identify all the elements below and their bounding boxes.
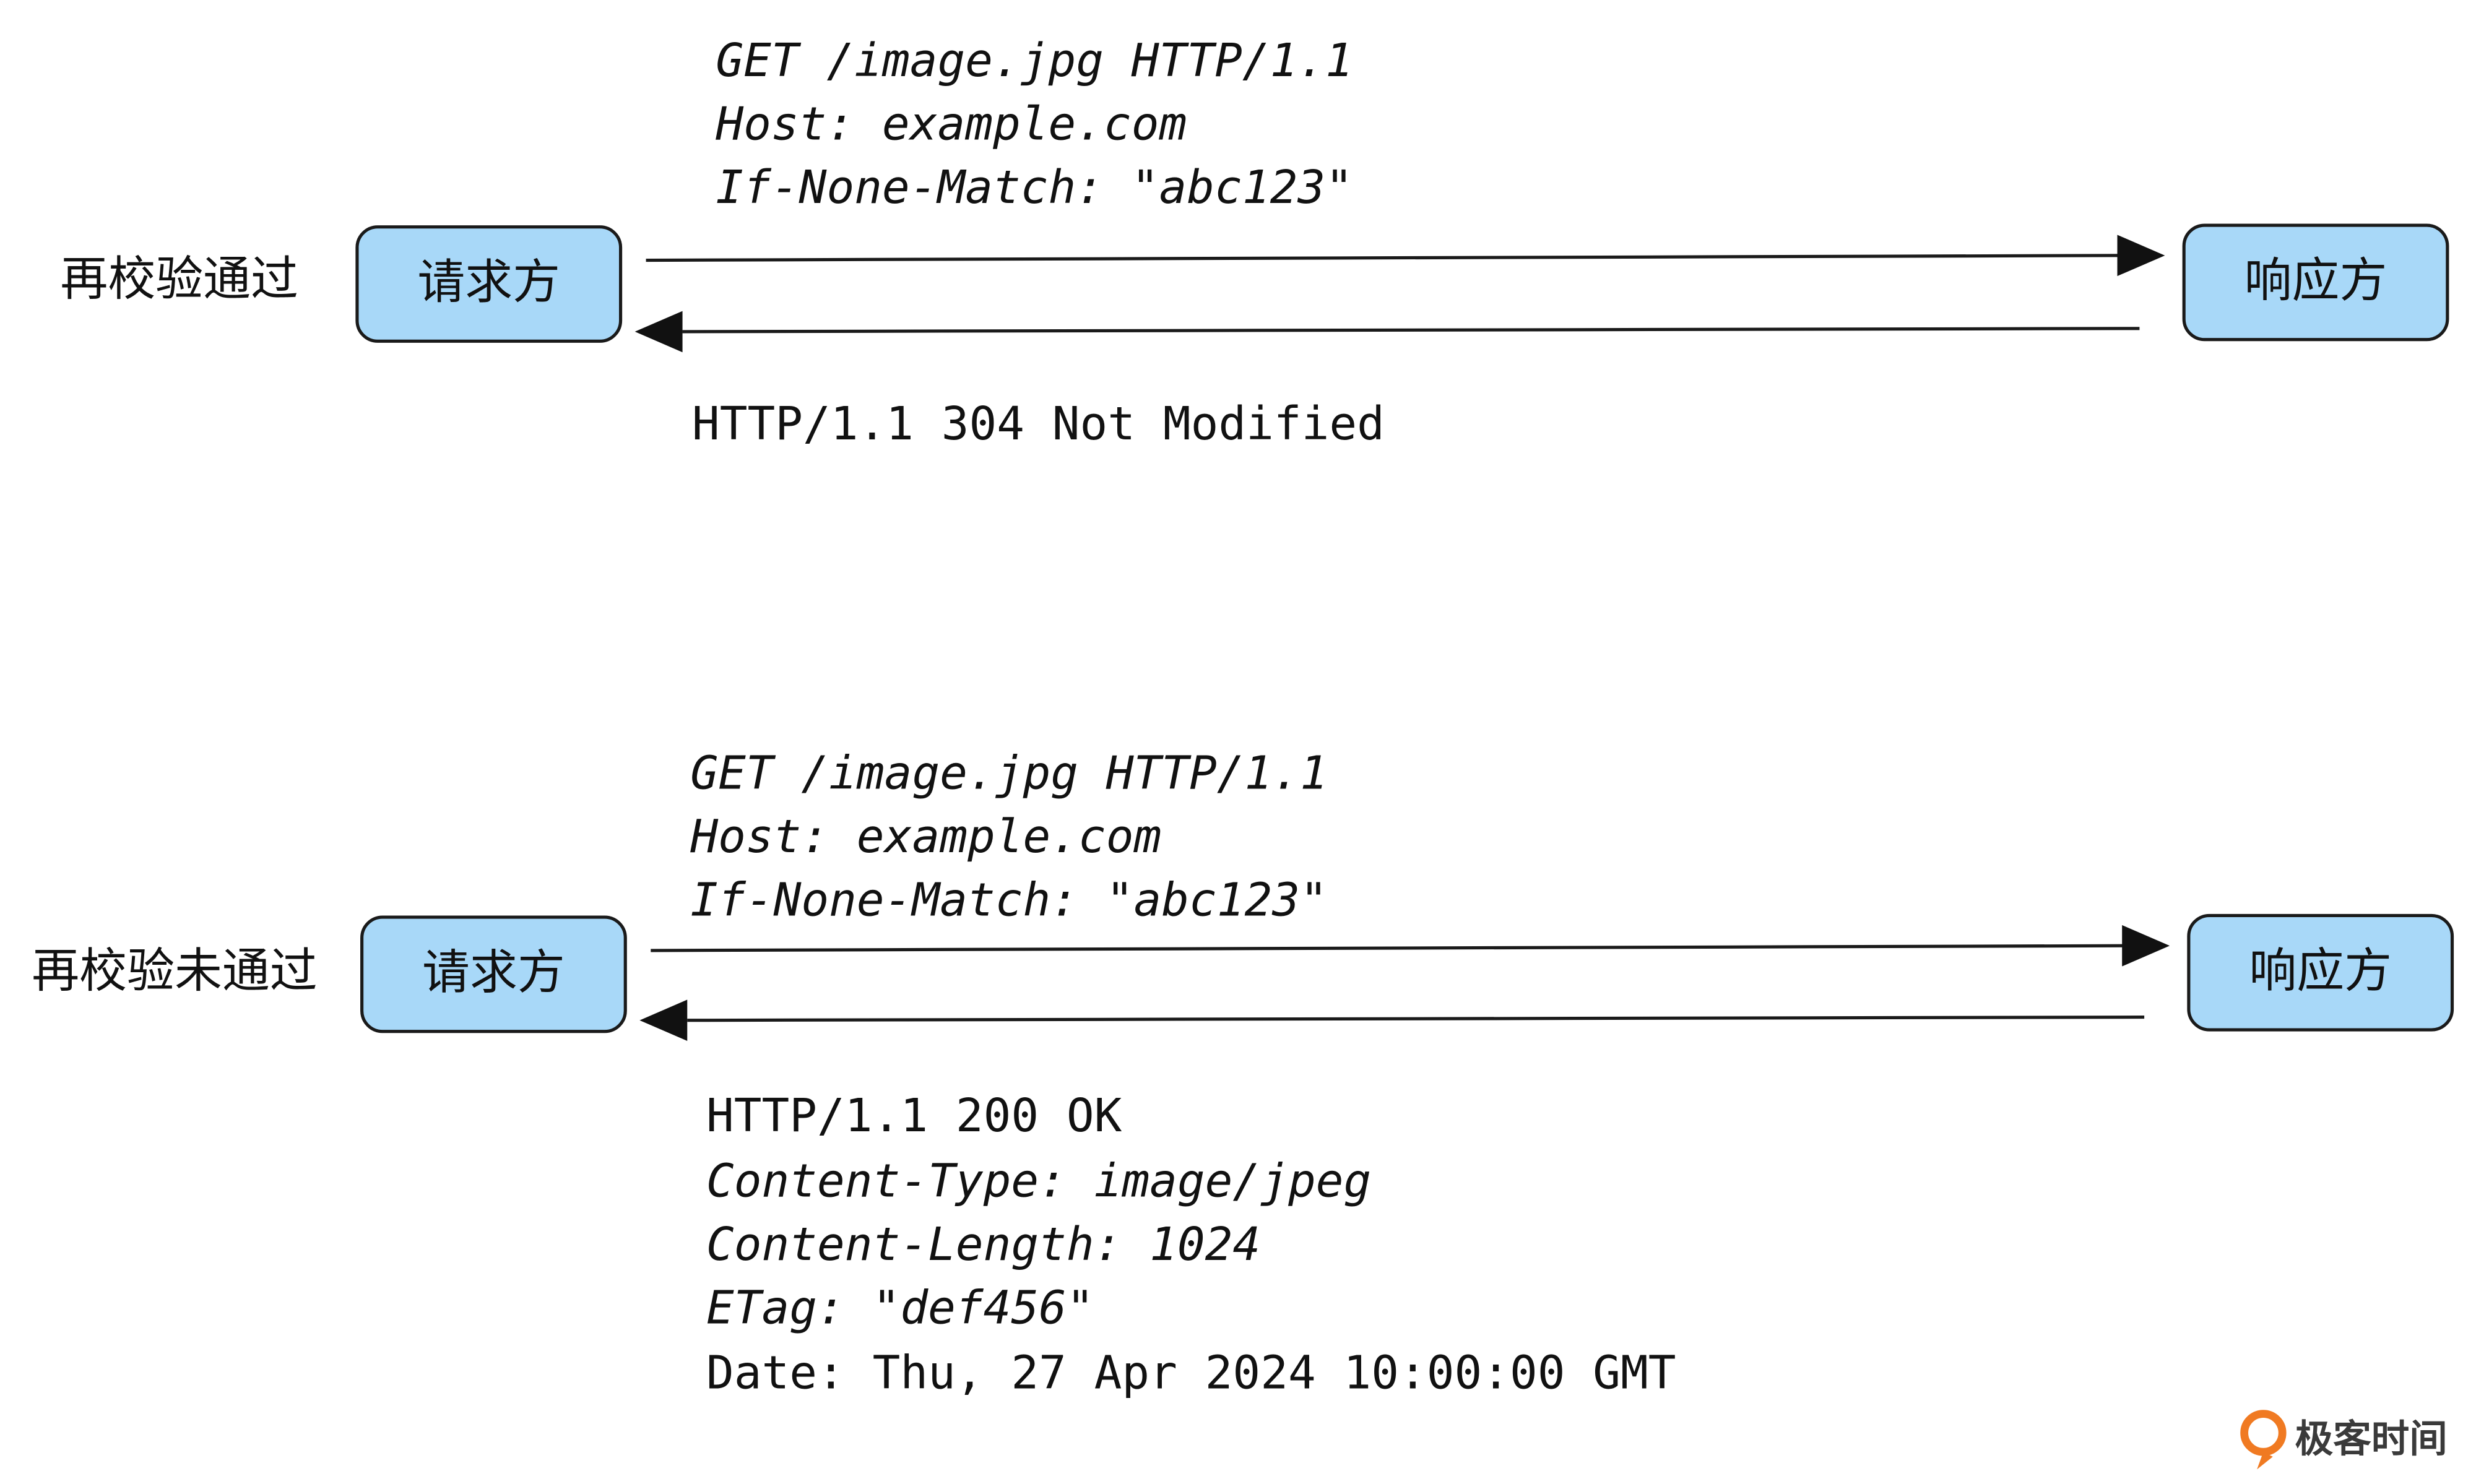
request-line: GET /image.jpg HTTP/1.1 <box>716 33 1353 87</box>
response-status-line: HTTP/1.1 304 Not Modified <box>692 397 1385 451</box>
response-header-date: Date: Thu, 27 Apr 2024 10:00:00 GMT <box>706 1346 1676 1400</box>
responder-node: 响应方 <box>2187 913 2454 1032</box>
responder-label: 响应方 <box>2244 253 2387 308</box>
request-message: GET /image.jpg HTTP/1.1 Host: example.co… <box>690 746 1327 926</box>
watermark: 极客时间 <box>2240 1410 2448 1470</box>
response-status-line: HTTP/1.1 200 OK <box>706 1089 1122 1142</box>
request-line: GET /image.jpg HTTP/1.1 <box>690 746 1327 800</box>
request-arrow <box>646 235 2165 277</box>
response-message: HTTP/1.1 304 Not Modified <box>692 397 1385 451</box>
request-header-if-none-match: If-None-Match: "abc123" <box>716 160 1353 214</box>
request-message: GET /image.jpg HTTP/1.1 Host: example.co… <box>715 33 1353 214</box>
request-header-if-none-match: If-None-Match: "abc123" <box>690 873 1327 926</box>
geektime-logo-icon <box>2240 1410 2287 1470</box>
row-label: 再校验未通过 <box>32 944 317 999</box>
response-message: HTTP/1.1 200 OK Content-Type: image/jpeg… <box>706 1089 1676 1399</box>
requester-label: 请求方 <box>417 255 560 310</box>
responder-node: 响应方 <box>2182 223 2449 342</box>
watermark-text: 极客时间 <box>2295 1417 2448 1461</box>
response-header-etag: ETag: "def456" <box>706 1280 1094 1334</box>
scenario-revalidation-failed: 再校验未通过 请求方 响应方 GET /image.jpg HTTP/1.1 H… <box>32 746 2454 1400</box>
response-arrow <box>639 999 2145 1042</box>
requester-node: 请求方 <box>360 915 627 1033</box>
scenario-revalidation-passed: 再校验通过 请求方 响应方 GET /image.jpg HTTP/1.1 Ho… <box>60 33 2449 451</box>
requester-label: 请求方 <box>422 945 565 1000</box>
response-header-content-type: Content-Type: image/jpeg <box>706 1154 1371 1207</box>
row-label: 再校验通过 <box>60 252 298 307</box>
response-arrow <box>634 311 2140 353</box>
request-header-host: Host: example.com <box>715 97 1187 151</box>
requester-node: 请求方 <box>355 225 623 343</box>
request-header-host: Host: example.com <box>690 809 1161 863</box>
request-arrow <box>651 925 2170 967</box>
responder-label: 响应方 <box>2249 944 2392 999</box>
response-header-content-length: Content-Length: 1024 <box>706 1217 1260 1271</box>
